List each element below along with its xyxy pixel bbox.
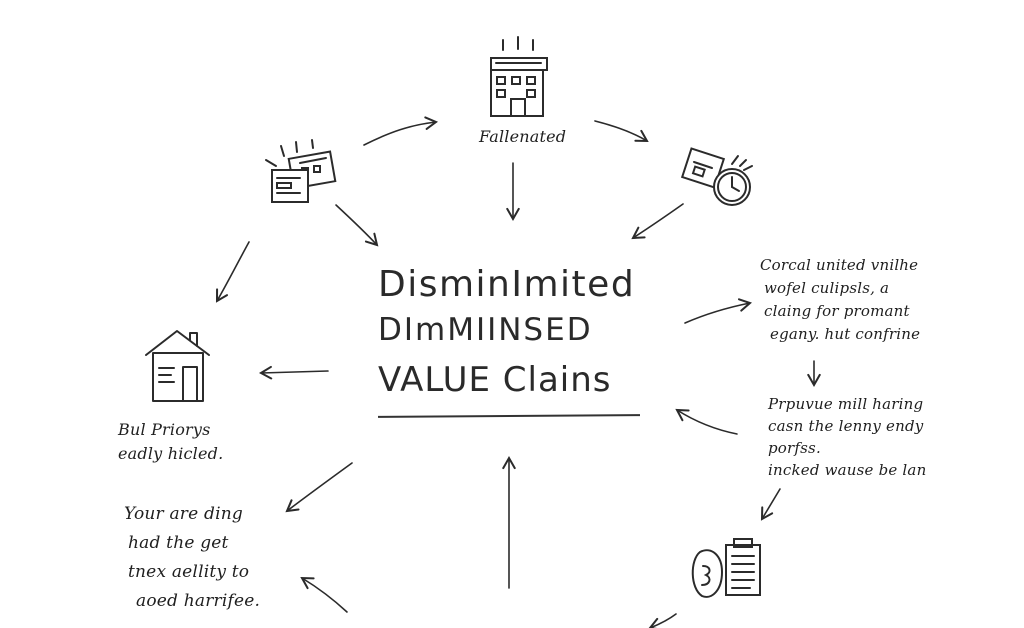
building-icon bbox=[490, 36, 548, 117]
arrow-building-to-clock bbox=[594, 120, 649, 143]
arrow-to-bottom-left-text bbox=[300, 576, 348, 613]
center-title: DisminImited DImMIINSED VALUE Clains bbox=[378, 264, 648, 406]
arrow-clock-to-center bbox=[631, 203, 684, 240]
bottom-left-line-4: aoed harrifee. bbox=[136, 591, 261, 611]
right-lower-line-3: porfss. bbox=[768, 439, 821, 457]
clock-document-icon bbox=[680, 147, 753, 206]
house-label-line-2: eadly hicled. bbox=[118, 444, 224, 463]
center-title-line-2: DImMIINSED bbox=[378, 312, 593, 348]
right-lower-line-4: incked wause be lan bbox=[768, 461, 927, 479]
center-title-line-1: DisminImited bbox=[378, 264, 636, 305]
arrow-right-lower-to-center bbox=[675, 408, 738, 435]
house-icon bbox=[145, 330, 210, 402]
bottom-left-note: Your are ding had the get tnex aellity t… bbox=[124, 500, 260, 616]
right-upper-note: Corcal united vnilhe wofel culipsls, a c… bbox=[760, 254, 920, 346]
bottom-left-line-1: Your are ding bbox=[124, 504, 243, 524]
right-upper-line-2: wofel culipsls, a bbox=[764, 279, 890, 297]
bottom-left-line-2: had the get bbox=[128, 533, 229, 553]
house-label: Bul Priorys eadly hicled. bbox=[118, 418, 223, 466]
arrow-docs-to-center bbox=[335, 204, 379, 247]
arrow-center-to-bottom-left bbox=[285, 462, 353, 513]
arrow-wallet-to-bottom bbox=[648, 613, 677, 628]
right-upper-line-3: claing for promant bbox=[764, 302, 910, 320]
bottom-left-line-3: tnex aellity to bbox=[128, 562, 250, 582]
right-lower-note: Prpuvue mill haring casn the lenny endy … bbox=[768, 393, 926, 481]
arrow-docs-to-house bbox=[215, 241, 250, 303]
right-upper-line-4: egany. hut confrine bbox=[770, 325, 921, 343]
house-label-line-1: Bul Priorys bbox=[118, 420, 211, 439]
center-title-line-3: VALUE Clains bbox=[378, 360, 612, 400]
arrow-docs-to-building bbox=[363, 116, 439, 146]
arrow-center-to-house bbox=[258, 365, 329, 380]
building-label: Fallenated bbox=[479, 127, 567, 146]
documents-icon bbox=[265, 139, 337, 203]
right-lower-line-2: casn the lenny endy bbox=[768, 417, 924, 435]
wallet-clipboard-icon bbox=[691, 538, 761, 598]
arrow-center-to-right-upper bbox=[684, 298, 752, 324]
right-upper-line-1: Corcal united vnilhe bbox=[760, 256, 919, 274]
arrow-right-lower-to-wallet bbox=[760, 488, 781, 521]
right-lower-line-1: Prpuvue mill haring bbox=[768, 395, 924, 413]
